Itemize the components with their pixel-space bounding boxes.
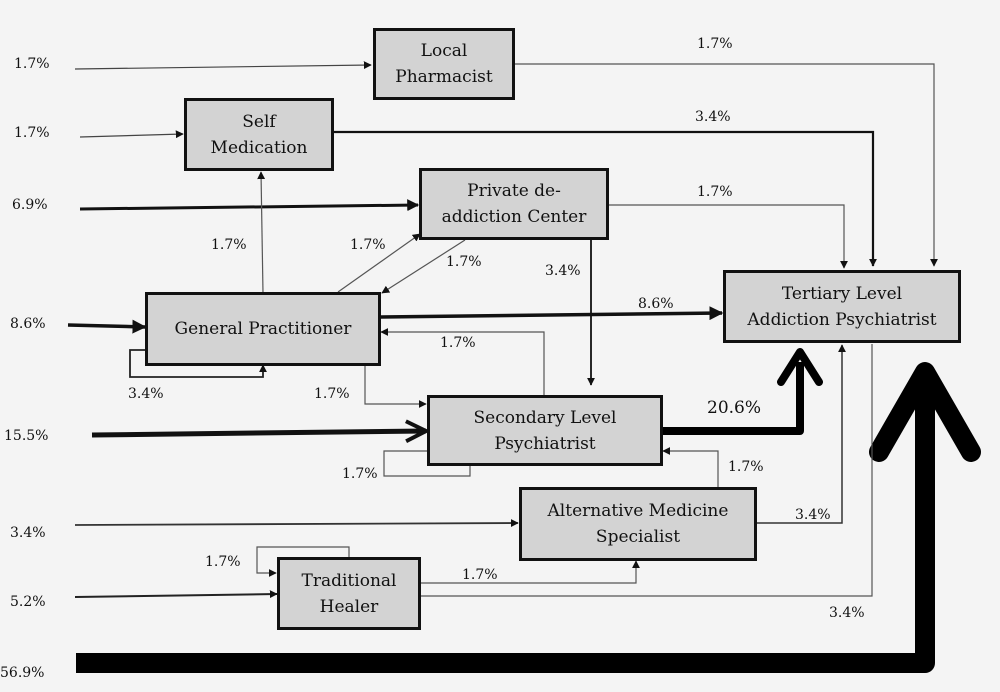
entry-arrow-tertiary-direct xyxy=(76,380,935,673)
edge-label-private-to-secondary: 3.4% xyxy=(545,263,581,279)
arrow-alternative-to-tertiary xyxy=(756,344,846,524)
edge-label-secondary-loop: 1.7% xyxy=(342,466,378,482)
entry-label-secondary: 15.5% xyxy=(4,428,49,444)
edge-label-traditional-to-alternative: 1.7% xyxy=(462,567,498,583)
node-local-pharmacist: Local Pharmacist xyxy=(373,28,515,100)
secondary-to-tertiary-arrowhead xyxy=(777,348,823,386)
entry-label-general-practitioner: 8.6% xyxy=(10,316,46,332)
edge-label-secondary-to-gp: 1.7% xyxy=(440,335,476,351)
entry-arrow-secondary xyxy=(91,431,426,435)
entry-label-alternative: 3.4% xyxy=(10,525,46,541)
edge-label-alternative-to-secondary: 1.7% xyxy=(728,459,764,475)
arrow-private-to-tertiary xyxy=(608,204,848,269)
arrow-self-to-tertiary xyxy=(333,130,877,267)
edge-label-secondary-to-tertiary: 20.6% xyxy=(707,398,762,418)
arrow-gp-to-private xyxy=(337,233,421,293)
entry-label-local-pharmacist: 1.7% xyxy=(14,56,50,72)
edge-label-private-to-gp: 1.7% xyxy=(446,254,482,270)
tertiary-direct-arrowhead xyxy=(869,362,981,462)
node-traditional-healer: Traditional Healer xyxy=(277,557,421,630)
arrow-secondary-to-gp xyxy=(380,328,545,395)
arrow-traditional-to-alternative xyxy=(420,560,640,584)
edge-label-gp-to-private: 1.7% xyxy=(350,237,386,253)
edge-label-self-to-tertiary: 3.4% xyxy=(695,109,731,125)
arrow-secondary-loop xyxy=(383,450,471,477)
node-self-medication: Self Medication xyxy=(184,98,334,171)
entry-arrow-general-practitioner xyxy=(67,319,147,334)
arrow-secondary-to-tertiary xyxy=(662,362,804,435)
entry-label-traditional: 5.2% xyxy=(10,594,46,610)
arrow-pharmacist-to-tertiary xyxy=(514,63,938,267)
arrow-traditional-to-tertiary xyxy=(420,344,873,597)
arrow-traditional-loop xyxy=(256,546,350,577)
entry-arrow-traditional xyxy=(74,590,278,599)
edge-label-gp-to-secondary: 1.7% xyxy=(314,386,350,402)
arrow-gp-to-secondary xyxy=(364,366,427,408)
edge-label-alternative-to-tertiary: 3.4% xyxy=(795,507,831,523)
edge-label-gp-to-tertiary: 8.6% xyxy=(638,296,674,312)
arrow-private-to-gp xyxy=(381,239,466,294)
edge-label-traditional-to-tertiary: 3.4% xyxy=(829,605,865,621)
arrow-gp-to-self xyxy=(257,171,266,294)
arrow-gp-to-tertiary xyxy=(379,306,724,321)
arrow-alternative-to-secondary xyxy=(662,447,719,488)
entry-arrow-pharmacist xyxy=(74,61,372,70)
entry-label-self-medication: 1.7% xyxy=(14,125,50,141)
edge-label-gp-to-self: 1.7% xyxy=(211,237,247,253)
entry-label-tertiary-direct: 56.9% xyxy=(0,665,45,681)
node-private-deaddiction-center: Private de- addiction Center xyxy=(419,168,609,240)
node-secondary-level-psychiatrist: Secondary Level Psychiatrist xyxy=(427,395,663,466)
edge-label-gp-loop: 3.4% xyxy=(128,386,164,402)
entry-arrow-self-medication xyxy=(79,130,184,139)
entry-label-private-center: 6.9% xyxy=(12,197,48,213)
node-alternative-medicine-specialist: Alternative Medicine Specialist xyxy=(519,487,757,561)
entry-arrow-alternative xyxy=(74,519,519,528)
arrow-gp-loop xyxy=(129,349,267,378)
node-tertiary-level-addiction-psychiatrist: Tertiary Level Addiction Psychiatrist xyxy=(723,270,961,343)
edge-label-traditional-loop: 1.7% xyxy=(205,554,241,570)
edge-label-pharmacist-to-tertiary: 1.7% xyxy=(697,36,733,52)
edge-label-private-to-tertiary: 1.7% xyxy=(697,184,733,200)
entry-arrow-private-center xyxy=(79,199,420,212)
node-general-practitioner: General Practitioner xyxy=(145,292,381,366)
